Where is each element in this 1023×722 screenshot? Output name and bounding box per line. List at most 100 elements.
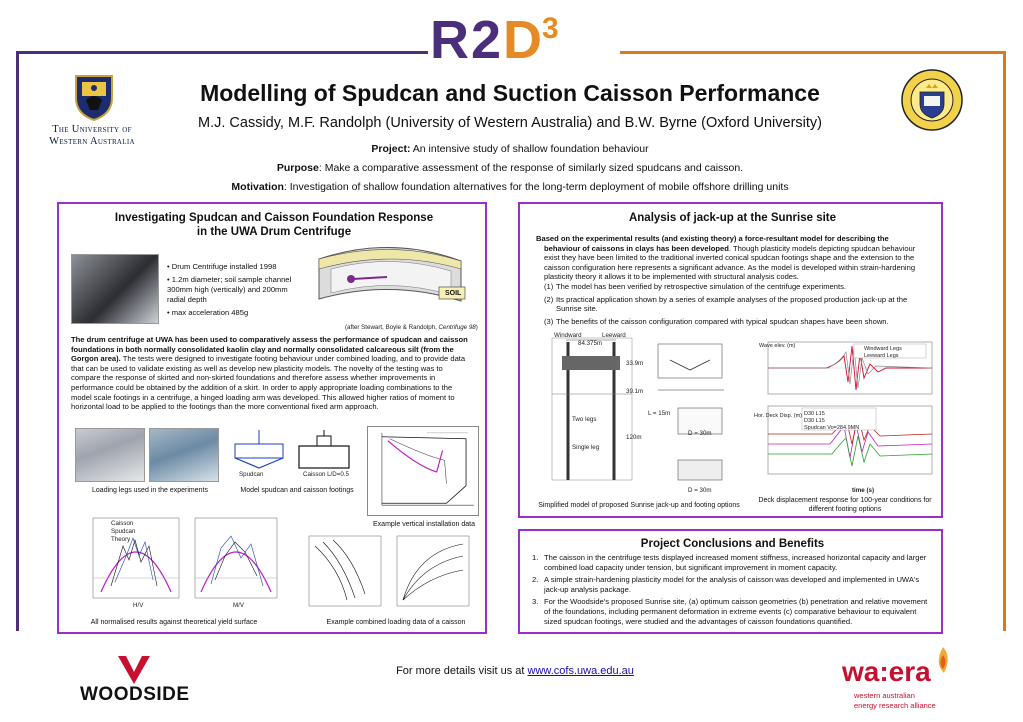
conclusions-panel: Project Conclusions and Benefits 1.The c… xyxy=(518,529,943,634)
soil-label: SOIL xyxy=(445,290,462,297)
jackup-label-d30a: D = 30m xyxy=(688,430,712,437)
uwa-name-line1: The University of xyxy=(52,124,132,135)
frame-border-right xyxy=(1003,51,1006,631)
footer-text: For more details visit us at xyxy=(396,665,528,677)
jackup-label-h1: 33.9m xyxy=(626,360,644,367)
jackup-label-two-legs: Two legs xyxy=(572,416,597,423)
logo-d: D xyxy=(503,10,543,70)
deck-xlabel: time (s) xyxy=(852,487,875,494)
numbered-item-text: The benefits of the caisson configuratio… xyxy=(556,316,889,326)
waera-logo: wa:era western australian energy researc… xyxy=(842,645,972,715)
numbered-item-num: (3) xyxy=(544,316,554,326)
conclusion-num: 2. xyxy=(532,575,539,585)
oxford-seal-icon xyxy=(901,69,963,131)
deck-ylabel: Hor. Deck Disp. (m) xyxy=(754,413,802,419)
poster-title: Modelling of Spudcan and Suction Caisson… xyxy=(200,80,820,106)
caption-jackup-model: Simplified model of proposed Sunrise jac… xyxy=(538,502,740,509)
frame-border-left xyxy=(16,51,19,631)
jackup-label-single-leg: Single leg xyxy=(572,444,600,451)
uwa-crest-icon xyxy=(75,75,113,122)
authors: M.J. Cassidy, M.F. Randolph (University … xyxy=(198,115,822,131)
diagram-credit: (after Stewart, Boyle & Randolph, Centri… xyxy=(345,324,495,332)
conclusion-num: 3. xyxy=(532,597,539,607)
numbered-item-num: (1) xyxy=(544,282,554,291)
bullet-item: • Drum Centrifuge installed 1998 xyxy=(167,262,277,271)
jackup-label-h3: 120m xyxy=(626,434,642,441)
diagram-credit-c: ) xyxy=(475,324,478,331)
uwa-name: The University of Western Australia xyxy=(22,124,162,148)
model-label-caisson: Caisson L/D=0.5 xyxy=(303,471,349,478)
waera-flame-icon xyxy=(938,647,948,673)
motivation-text: : Investigation of shallow foundation al… xyxy=(283,181,789,193)
conclusions-title: Project Conclusions and Benefits xyxy=(640,538,825,550)
numbered-item-num: (2) xyxy=(544,294,554,304)
jackup-numbered-list: (1)The model has been verified by retros… xyxy=(544,282,916,329)
uwa-name-line2: Western Australia xyxy=(49,136,135,147)
waera-wordmark: wa:era xyxy=(842,656,931,687)
waera-line2: energy research alliance xyxy=(854,701,936,710)
jackup-model-diagram xyxy=(551,337,724,481)
combined-loading-charts xyxy=(308,535,470,607)
jackup-panel-title: Analysis of jack-up at the Sunrise site xyxy=(628,212,837,224)
motivation-line: Motivation: Investigation of shallow fou… xyxy=(120,181,900,193)
jackup-label-span: 84.375m xyxy=(578,340,603,347)
loading-leg-photo-2 xyxy=(149,428,219,482)
caption-vertical-installation: Example vertical installation data xyxy=(373,521,475,528)
numbered-item: (3)The benefits of the caisson configura… xyxy=(544,317,916,327)
centrifuge-bullets: • Drum Centrifuge installed 1998 • 1.2m … xyxy=(167,262,302,321)
frame-line-left xyxy=(16,51,428,54)
centrifuge-body-text: The tests were designed to investigate f… xyxy=(71,354,466,412)
vertical-installation-chart xyxy=(367,426,479,516)
drum-centrifuge-photo xyxy=(71,254,159,324)
norm-legend-theory: Theory xyxy=(111,536,131,543)
footer-link[interactable]: www.cofs.uwa.edu.au xyxy=(527,665,634,677)
conclusion-item: 2. A simple strain-hardening plasticity m… xyxy=(532,575,934,594)
jackup-label-windward: Windward xyxy=(554,332,582,339)
woodside-logo: WOODSIDE xyxy=(80,654,190,712)
model-label-spudcan: Spudcan xyxy=(239,471,264,478)
jackup-label-d30b: D = 30m xyxy=(688,487,712,494)
motivation-label: Motivation xyxy=(231,181,284,193)
jackup-panel: Analysis of jack-up at the Sunrise site … xyxy=(518,202,943,518)
caption-deck-response: Deck displacement response for 100-year … xyxy=(758,497,932,513)
woodside-wordmark: WOODSIDE xyxy=(80,684,190,705)
conclusion-text: A simple strain-hardening plasticity mod… xyxy=(544,575,920,594)
deck-legend-2: D30 L15 xyxy=(804,418,825,424)
wave-legend-windward: Windward Legs xyxy=(864,346,902,352)
loading-leg-photo-1 xyxy=(75,428,145,482)
purpose-label: Purpose xyxy=(276,162,319,174)
waera-line1: western australian xyxy=(854,691,915,700)
centrifuge-body-bold: The drum centrifuge at UWA has been used… xyxy=(71,335,468,364)
norm-xlabel-b: M/V xyxy=(233,602,245,609)
centrifuge-panel: Investigating Spudcan and Caisson Founda… xyxy=(57,202,487,634)
norm-xlabel-a: H/V xyxy=(133,602,144,609)
wave-legend-leeward: Leeward Legs xyxy=(864,353,899,359)
bullet-item: • 1.2m diameter; soil sample channel 300… xyxy=(167,275,292,304)
centrifuge-channel-diagram xyxy=(318,246,466,302)
footer-details: For more details visit us at www.cofs.uw… xyxy=(340,665,690,677)
numbered-item-text: Its practical application shown by a ser… xyxy=(556,294,908,314)
deck-legend-3: Spudcan Vo=284.9MN xyxy=(804,425,860,431)
caption-loading-legs: Loading legs used in the experiments xyxy=(92,487,208,494)
conclusion-num: 1. xyxy=(532,553,539,562)
caption-combined-loading: Example combined loading data of a caiss… xyxy=(326,619,466,626)
conclusions-list: 1.The caisson in the centrifuge tests di… xyxy=(532,553,934,629)
bullet-item: • max acceleration 485g xyxy=(167,308,249,317)
numbered-item-text: The model has been verified by retrospec… xyxy=(556,282,846,291)
project-text: An intensive study of shallow foundation… xyxy=(410,143,649,155)
conclusion-item: 3.For the Woodside's proposed Sunrise si… xyxy=(532,597,934,626)
logo-r2: R2 xyxy=(430,10,504,70)
model-footings-diagram xyxy=(234,430,350,469)
jackup-label-leeward: Leeward xyxy=(602,332,626,339)
caption-model-footings: Model spudcan and caisson footings xyxy=(240,487,354,494)
conclusion-item: 1.The caisson in the centrifuge tests di… xyxy=(532,553,934,572)
r2d3-logo: R2D3 xyxy=(430,10,620,70)
wave-ylabel: Wave elev. (m) xyxy=(759,343,796,349)
caption-normalised: All normalised results against theoretic… xyxy=(90,619,258,626)
jackup-label-h2: 39.1m xyxy=(626,388,644,395)
jackup-label-l15: L = 15m xyxy=(648,410,671,417)
centrifuge-body: The drum centrifuge at UWA has been used… xyxy=(71,335,471,412)
centrifuge-panel-title: Investigating Spudcan and Caisson Founda… xyxy=(114,212,434,238)
diagram-credit-b: Centrifuge 98 xyxy=(438,324,476,331)
deck-legend-1: D30 L15 xyxy=(804,411,825,417)
